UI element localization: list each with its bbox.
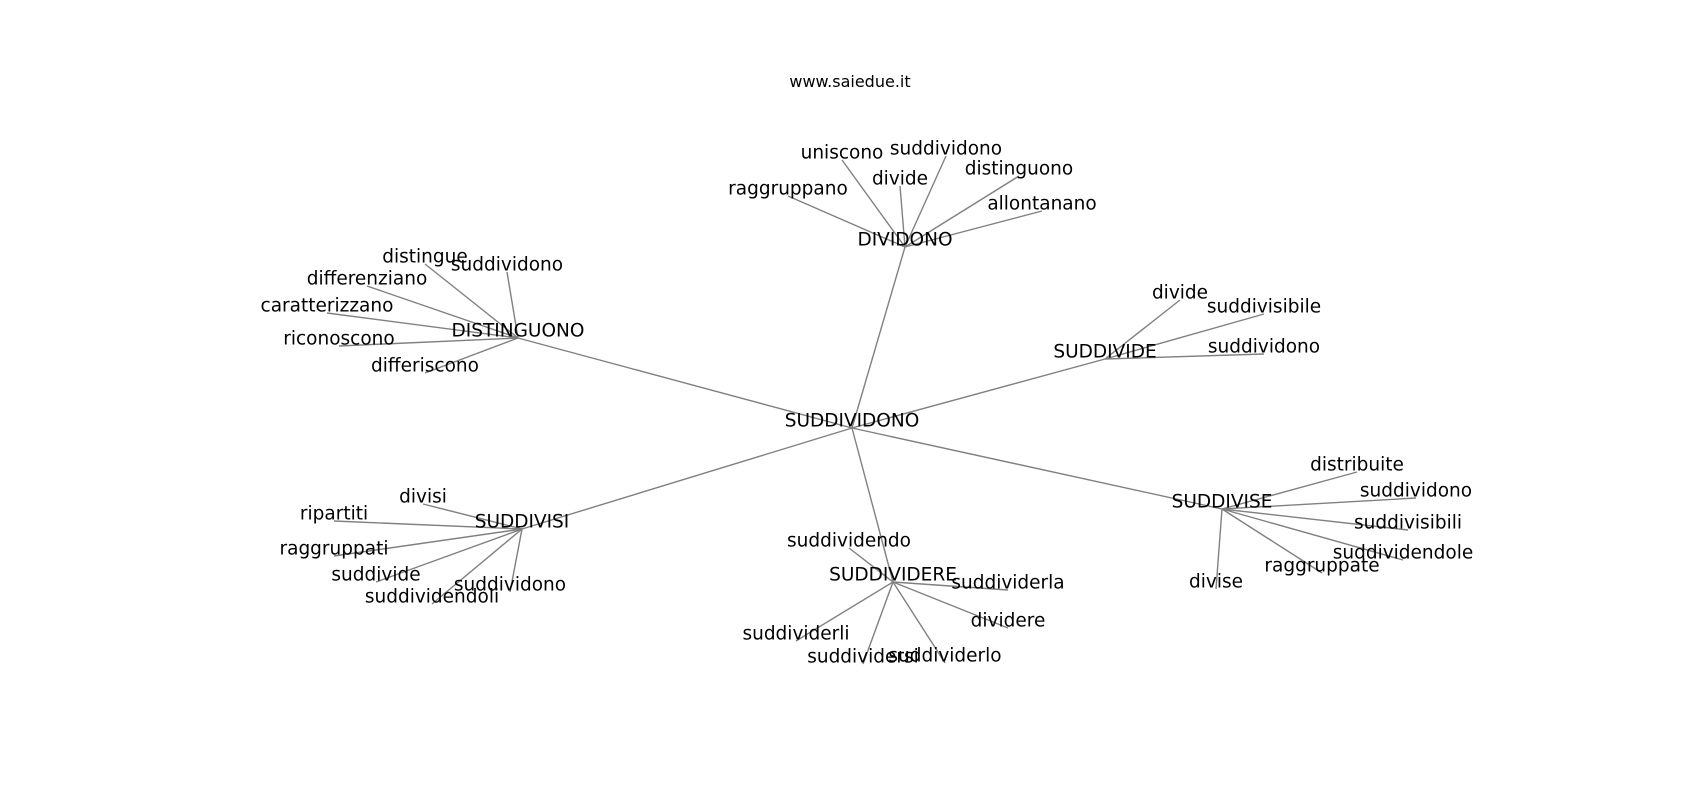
- edge-suddividere-r_suddividersi: [862, 581, 894, 665]
- edge-distinguono-g_distingue: [424, 263, 519, 339]
- edge-suddivise-e_suddividono: [1221, 497, 1417, 510]
- node-label-suddividere: SUDDIVIDERE: [829, 565, 957, 586]
- node-label-d-allontanano: allontanano: [987, 194, 1096, 215]
- edge-distinguono-g_riconoscono: [338, 337, 519, 347]
- node-label-i-ripartiti: ripartiti: [300, 504, 368, 525]
- node-label-r-suddividerli: suddividerli: [742, 624, 849, 645]
- node-label-d-raggruppano: raggruppano: [728, 179, 848, 200]
- node-label-e-suddividono: suddividono: [1360, 481, 1472, 502]
- label-layer: SUDDIVIDONO DIVIDONO DISTINGUONO SUDDIVIDE S…: [261, 139, 1474, 668]
- edge-suddivise-e_raggruppate: [1221, 508, 1323, 574]
- node-label-g-differiscono: differiscono: [371, 356, 479, 377]
- node-label-distinguono: DISTINGUONO: [452, 321, 585, 342]
- edge-distinguono-g_suddividono: [506, 271, 519, 339]
- edge-suddivise-e_divise: [1215, 508, 1223, 590]
- node-label-suddivise: SUDDIVISE: [1172, 492, 1273, 513]
- edge-suddividono_root-suddivise: [851, 427, 1223, 510]
- node-label-i-suddivide: suddivide: [331, 565, 420, 586]
- node-label-r-suddividerlo: suddividerlo: [888, 646, 1001, 667]
- node-label-e-divise: divise: [1189, 572, 1243, 593]
- edge-suddividere-r_suddividendo: [848, 547, 894, 583]
- edge-suddivise-e_suddivisibili: [1221, 508, 1409, 531]
- edge-suddivisi-i_ripartiti: [333, 520, 523, 530]
- node-label-g-suddividono: suddividono: [451, 255, 563, 276]
- edge-suddividere-r_suddividerli: [795, 581, 894, 642]
- node-label-r-dividere: dividere: [971, 611, 1046, 632]
- node-label-s-divide: divide: [1152, 283, 1208, 304]
- node-label-e-raggruppate: raggruppate: [1264, 556, 1379, 577]
- node-label-g-differenziano: differenziano: [307, 269, 428, 290]
- node-label-d-distinguono: distinguono: [965, 159, 1073, 180]
- node-label-dividono: DIVIDONO: [857, 230, 952, 251]
- node-label-suddivide: SUDDIVIDE: [1053, 342, 1156, 363]
- node-label-d-suddividono: suddividono: [890, 139, 1002, 160]
- node-label-s-suddividono: suddividono: [1208, 337, 1320, 358]
- edge-suddividere-r_dividere: [892, 581, 1009, 629]
- node-label-g-distingue: distingue: [382, 247, 468, 268]
- node-label-d-divide: divide: [872, 169, 928, 190]
- edge-distinguono-g_caratterizzano: [326, 312, 519, 339]
- edge-distinguono-g_differenziano: [366, 285, 519, 339]
- edge-suddivise-e_suddividendole: [1221, 508, 1404, 561]
- edge-suddividere-r_suddividerla: [892, 581, 1009, 591]
- watermark-text: www.saiedue.it: [789, 72, 911, 91]
- node-label-s-suddivisibile: suddivisibile: [1207, 297, 1321, 318]
- node-label-g-caratterizzano: caratterizzano: [261, 296, 394, 317]
- node-label-r-suddividersi: suddividersi: [807, 647, 919, 668]
- edge-dividono-d_distinguono: [904, 175, 1020, 248]
- edge-layer: [326, 155, 1417, 665]
- edge-suddividono_root-suddividere: [851, 427, 894, 583]
- node-label-e-suddividendole: suddividendole: [1333, 543, 1474, 564]
- edge-suddivisi-i_raggruppati: [333, 528, 523, 557]
- node-label-i-raggruppati: raggruppati: [280, 539, 389, 560]
- node-label-i-suddividono: suddividono: [454, 575, 566, 596]
- node-label-r-suddividendo: suddividendo: [787, 531, 911, 552]
- edge-dividono-d_raggruppano: [787, 195, 906, 248]
- node-label-i-divisi: divisi: [399, 487, 447, 508]
- edge-distinguono-g_differiscono: [424, 337, 519, 374]
- node-label-e-distribuite: distribuite: [1310, 455, 1404, 476]
- edge-dividono-d_divide: [899, 185, 906, 248]
- edge-suddivisi-i_suddividendoli: [431, 528, 523, 605]
- node-label-suddivisi: SUDDIVISI: [475, 512, 570, 533]
- edge-suddividono_root-distinguono: [517, 337, 853, 429]
- edge-dividono-d_allontanano: [904, 210, 1043, 248]
- node-label-r-suddividerla: suddividerla: [951, 573, 1064, 594]
- edge-suddividono_root-suddivide: [851, 358, 1106, 429]
- edge-suddividere-r_suddividerlo: [892, 581, 946, 664]
- edge-suddivide-s_suddividono: [1104, 353, 1265, 360]
- edge-suddividono_root-suddivisi: [521, 427, 853, 530]
- node-label-g-riconoscono: riconoscono: [283, 329, 394, 350]
- node-label-d-uniscono: uniscono: [801, 143, 884, 164]
- node-label-suddividono-root: SUDDIVIDONO: [785, 411, 920, 432]
- edge-suddivide-s_suddivisibile: [1104, 313, 1265, 360]
- node-label-i-suddividendoli: suddividendoli: [365, 587, 499, 608]
- edge-dividono-d_uniscono: [841, 159, 906, 248]
- edge-suddivisi-i_suddividono: [509, 528, 523, 593]
- edge-suddivise-e_distribuite: [1221, 471, 1358, 510]
- edge-suddivisi-i_divisi: [422, 503, 523, 530]
- edge-suddivide-s_divide: [1104, 299, 1181, 360]
- edge-suddividono_root-dividono: [851, 246, 906, 429]
- edge-dividono-d_suddividono: [904, 155, 947, 248]
- node-label-e-suddivisibili: suddivisibili: [1354, 513, 1462, 534]
- edge-suddivisi-i_suddivide: [375, 528, 523, 583]
